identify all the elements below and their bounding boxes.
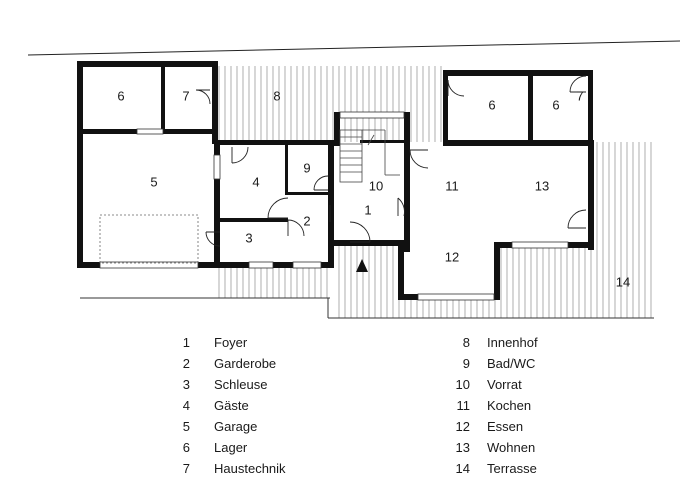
legend-name: Essen [487,419,524,434]
legend-name: Bad/WC [487,356,536,371]
legend-number: 8 [462,335,470,350]
legend-number: 10 [455,377,470,392]
entrance-arrow-icon [356,259,368,272]
entry-strip-hatch [402,298,498,318]
room-label-12: 12 [445,249,459,264]
room-label-6a: 6 [117,88,124,103]
legend-name: Innenhof [487,335,538,350]
room-label-5: 5 [150,174,157,189]
room-label-9: 9 [303,160,310,175]
room-label-3: 3 [245,230,252,245]
room-label-7b: 7 [576,88,583,103]
legend-name: Kochen [487,398,532,413]
terrace-hatch [596,142,654,318]
legend-name: Terrasse [487,461,537,476]
legend-number: 7 [182,461,190,476]
legend-number: 13 [455,440,470,455]
staircase [339,129,400,183]
room-label-7a: 7 [182,88,189,103]
ground-lines [80,297,654,319]
legend-name: Foyer [214,335,248,350]
legend-name: Wohnen [487,440,536,455]
path-hatch [218,266,328,298]
room-label-8: 8 [273,88,280,103]
windows [99,111,569,301]
room-label-6b: 6 [488,97,495,112]
doors [195,75,587,247]
legend-number: 5 [182,419,190,434]
dining-terrace-hatch [498,248,596,318]
legend-number: 2 [182,356,190,371]
legend-name: Vorrat [487,377,522,392]
entrance-hatch [334,245,402,318]
legend-number: 12 [455,419,470,434]
legend-number: 1 [182,335,190,350]
legend-name: Garage [214,419,258,434]
room-label-11: 11 [445,178,459,193]
room-label-4: 4 [252,174,259,189]
room-label-1: 1 [364,202,371,217]
terrain-line [27,40,681,56]
floor-plan: 6 7 8 6 6 7 5 4 9 10 11 13 2 1 3 12 14 [27,40,681,319]
legend-name: Lager [214,440,248,455]
room-label-6c: 6 [552,97,559,112]
legend-number: 3 [182,377,190,392]
legend-number: 14 [455,461,470,476]
legend-name: Gäste [214,398,249,413]
room-label-14: 14 [616,274,630,289]
legend-name: Haustechnik [214,461,286,476]
legend: 1 Foyer 2 Garderobe 3 Schleuse 4 Gäste 5… [0,332,700,500]
room-label-13: 13 [535,178,549,193]
legend-number: 11 [456,398,471,413]
room-label-2: 2 [303,213,310,228]
legend-name: Garderobe [214,356,277,371]
legend-number: 4 [182,398,190,413]
legend-number: 6 [182,440,190,455]
car-outline [99,214,199,264]
legend-name: Schleuse [214,377,268,392]
legend-number: 9 [462,356,470,371]
room-label-10: 10 [369,178,383,193]
